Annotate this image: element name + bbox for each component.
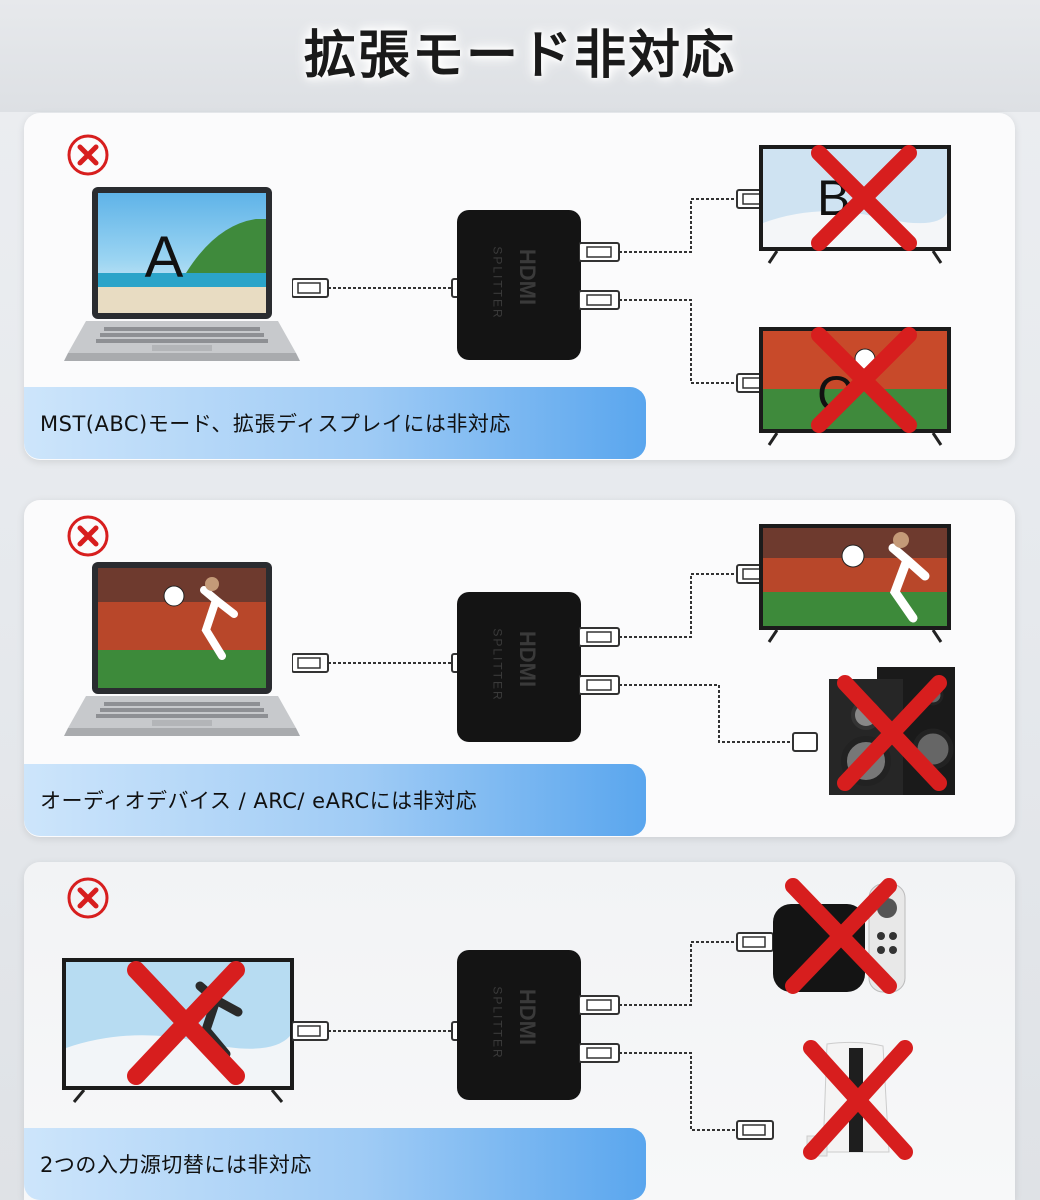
page-title: 拡張モード非対応 <box>0 0 1040 112</box>
caption-banner: 2つの入力源切替には非対応 <box>24 1128 646 1200</box>
laptop-image: A <box>64 187 300 361</box>
laptop-letter: A <box>145 225 184 290</box>
tv-image <box>759 524 951 643</box>
splitter-label: SPLITTER <box>490 986 505 1060</box>
splitter-brand: HDMI <box>515 630 541 688</box>
tv-image: B <box>759 145 951 264</box>
hdmi-splitter: HDMI SPLITTER <box>457 950 581 1100</box>
hdmi-splitter: HDMI SPLITTER <box>457 592 581 742</box>
laptop-image <box>64 562 300 736</box>
output-cables <box>579 932 774 1140</box>
splitter-label: SPLITTER <box>490 246 505 320</box>
caption-banner: オーディオデバイス / ARC/ eARCには非対応 <box>24 764 646 836</box>
panel-extended-mode: A HDMI SPLITTER B <box>24 113 1015 460</box>
splitter-brand: HDMI <box>515 988 541 1046</box>
splitter-brand: HDMI <box>515 248 541 306</box>
prohibited-icon <box>67 877 109 919</box>
tv-image <box>62 958 294 1103</box>
output-cables <box>579 189 774 393</box>
speaker-image <box>829 667 955 795</box>
output-cables <box>579 564 818 752</box>
streaming-box-image <box>773 878 906 994</box>
game-console-image <box>803 1040 913 1160</box>
tv-image: C <box>759 327 951 446</box>
prohibited-icon <box>67 134 109 176</box>
prohibited-icon <box>67 515 109 557</box>
splitter-label: SPLITTER <box>490 628 505 702</box>
panel-audio: HDMI SPLITTER オーディオデバイス / ARC/ eARCには非対応 <box>24 500 1015 837</box>
hdmi-splitter: HDMI SPLITTER <box>457 210 581 360</box>
panel-input-switch: HDMI SPLITTER 2つの入力源切替には非対応 <box>24 862 1015 1200</box>
caption-banner: MST(ABC)モード、拡張ディスプレイには非対応 <box>24 387 646 459</box>
